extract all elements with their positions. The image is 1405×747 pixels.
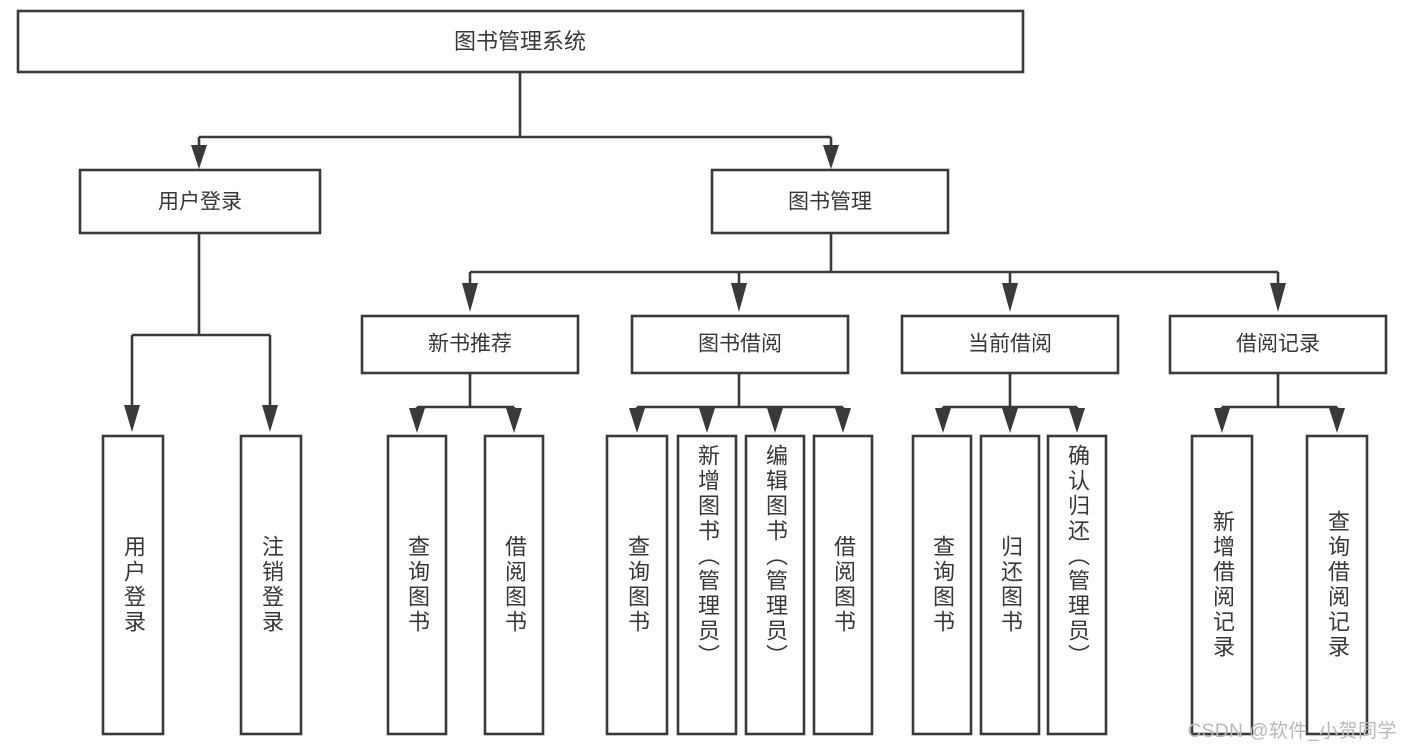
leaf-br-add-box[interactable]	[1190, 434, 1254, 736]
arrow-bookmgmt-to-bookborrow	[731, 283, 747, 312]
node-new-book-rec-label: 新书推荐	[428, 333, 512, 356]
arrow-bookborrow-leaf-1	[629, 408, 645, 433]
node-user-login-label: 用户登录	[158, 191, 242, 214]
node-current-borrow-label: 当前借阅	[968, 333, 1052, 356]
node-layer: 图书管理系统 用户登录 图书管理 新书推荐 图书借阅 当前借阅 借阅记录	[16, 9, 1388, 736]
arrow-currentborrow-leaf-2	[1002, 408, 1018, 433]
arrow-bookborrow-leaf-3	[767, 408, 783, 433]
arrow-root-to-book-mgmt	[823, 145, 839, 169]
leaf-cb-confirm-box[interactable]	[1046, 434, 1108, 736]
arrow-userlogin-leaf-2	[262, 405, 278, 432]
node-book-borrow-label: 图书借阅	[698, 333, 782, 356]
leaf-bb-add-box[interactable]	[676, 434, 738, 736]
node-root-box[interactable]	[16, 9, 1025, 74]
arrow-bookmgmt-to-borrowrecord	[1270, 283, 1286, 312]
leaf-nbr-borrow-box[interactable]	[483, 434, 545, 736]
arrow-borrowrecord-leaf-2	[1329, 408, 1345, 433]
leaf-bb-edit-box[interactable]	[744, 434, 806, 736]
leaf-bb-query-box[interactable]	[605, 434, 669, 736]
node-current-borrow-box[interactable]	[900, 314, 1120, 375]
arrow-bookmgmt-to-currentborrow	[1002, 283, 1018, 312]
node-book-mgmt-label: 图书管理	[788, 191, 872, 214]
arrow-newbook-leaf-2	[506, 408, 522, 433]
arrow-currentborrow-leaf-3	[1069, 408, 1085, 433]
leaf-logout-box[interactable]	[239, 434, 303, 736]
node-borrow-record-box[interactable]	[1168, 314, 1388, 375]
leaf-cb-query-box[interactable]	[911, 434, 973, 736]
node-root-label: 图书管理系统	[454, 29, 586, 54]
node-new-book-rec-box[interactable]	[360, 314, 580, 375]
leaf-bb-borrow-box[interactable]	[812, 434, 874, 736]
leaf-cb-return-box[interactable]	[979, 434, 1041, 736]
node-book-borrow-box[interactable]	[630, 314, 850, 375]
leaf-user-login-box[interactable]	[101, 434, 165, 736]
node-user-login-box[interactable]	[78, 168, 322, 235]
arrow-borrowrecord-leaf-1	[1214, 408, 1230, 433]
connector-layer	[124, 72, 1345, 433]
node-book-mgmt-box[interactable]	[710, 168, 950, 235]
node-borrow-record-label: 借阅记录	[1236, 333, 1320, 356]
arrow-bookborrow-leaf-4	[835, 408, 851, 433]
arrow-bookborrow-leaf-2	[699, 408, 715, 433]
leaf-br-query-box[interactable]	[1305, 434, 1369, 736]
arrow-root-to-user-login	[191, 145, 207, 169]
arrow-newbook-leaf-1	[409, 408, 425, 433]
arrow-userlogin-leaf-1	[124, 405, 140, 432]
arrow-currentborrow-leaf-1	[935, 408, 951, 433]
leaf-nbr-query-box[interactable]	[386, 434, 448, 736]
arrow-bookmgmt-to-newbook	[462, 283, 478, 312]
